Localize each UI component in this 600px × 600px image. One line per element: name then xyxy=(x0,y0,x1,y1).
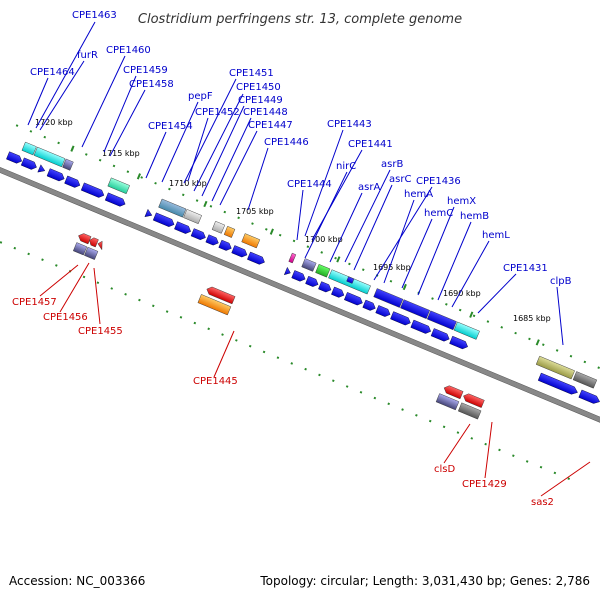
gene-label: CPE1448 xyxy=(243,107,288,118)
scale-label: 1710 kbp xyxy=(169,179,207,188)
gene-label: CPE1451 xyxy=(229,68,274,79)
gene-label: CPE1452 xyxy=(195,107,240,118)
scale-label: 1685 kbp xyxy=(513,314,551,323)
gene-label: CPE1454 xyxy=(148,121,193,132)
gene-label: nirC xyxy=(336,161,356,172)
gene-label: hemC xyxy=(424,208,453,219)
gene-label: CPE1445 xyxy=(193,376,238,387)
forward-leader-lines xyxy=(27,21,564,346)
scale-label: 1695 kbp xyxy=(373,263,411,272)
gene-label: hemB xyxy=(460,211,489,222)
gene-label: CPE1431 xyxy=(503,263,548,274)
forward-features xyxy=(6,141,600,404)
gene-label: CPE1457 xyxy=(12,297,57,308)
dotted-track-forward-outer xyxy=(15,124,600,380)
gene-label: CPE1429 xyxy=(462,479,507,490)
gene-label: CPE1459 xyxy=(123,65,168,76)
map-body xyxy=(0,124,600,486)
forward-colored-row xyxy=(21,141,598,389)
reverse-gene-labels: CPE1457 CPE1456 CPE1455 CPE1445 clsD CPE… xyxy=(12,297,554,508)
gene-label: clsD xyxy=(434,464,455,475)
gene-label: pepF xyxy=(188,91,213,102)
scale-label: 1690 kbp xyxy=(443,289,481,298)
gene-label: CPE1446 xyxy=(264,137,309,148)
gene-label: sas2 xyxy=(531,497,554,508)
gene-label: asrB xyxy=(381,159,403,170)
scale-label: 1720 kbp xyxy=(35,118,73,127)
gene-label: asrC xyxy=(389,174,411,185)
map-title: Clostridium perfringens str. 13, complet… xyxy=(138,12,462,27)
gene-label: CPE1464 xyxy=(30,67,75,78)
gene-label: furR xyxy=(77,50,98,61)
accession-text: Accession: NC_003366 xyxy=(9,574,146,588)
dotted-track-reverse-outer xyxy=(0,229,583,486)
gene-label: CPE1444 xyxy=(287,179,332,190)
gene-label: CPE1456 xyxy=(43,312,88,323)
gene-label: CPE1455 xyxy=(78,326,123,337)
scale-labels: 1720 kbp 1715 kbp 1710 kbp 1705 kbp 1700… xyxy=(35,118,551,323)
gene-label: CPE1436 xyxy=(416,176,461,187)
gene-label: CPE1443 xyxy=(327,119,372,130)
gene-label: hemA xyxy=(404,189,433,200)
gene-label: hemL xyxy=(482,230,510,241)
gene-label: CPE1450 xyxy=(236,82,281,93)
gene-label: CPE1447 xyxy=(248,120,293,131)
forward-gene-arrows xyxy=(6,151,600,404)
gene-label: CPE1449 xyxy=(238,95,283,106)
genome-backbone xyxy=(0,166,600,426)
scale-label: 1715 kbp xyxy=(102,149,140,158)
scale-label: 1700 kbp xyxy=(305,235,343,244)
gene-label: asrA xyxy=(358,182,380,193)
reverse-features xyxy=(72,233,485,420)
gene-label: CPE1460 xyxy=(106,45,151,56)
gene-label: clpB xyxy=(550,276,572,287)
topology-text: Topology: circular; Length: 3,031,430 bp… xyxy=(260,574,590,588)
gene-label: hemX xyxy=(447,196,476,207)
forward-gene-labels: CPE1463 furR CPE1464 CPE1460 CPE1459 CPE… xyxy=(30,10,572,287)
gene-label: CPE1463 xyxy=(72,10,117,21)
gene-label: CPE1458 xyxy=(129,79,174,90)
scale-label: 1705 kbp xyxy=(236,207,274,216)
reverse-leader-lines xyxy=(39,262,591,497)
gene-label: CPE1441 xyxy=(348,139,393,150)
scale-tick-marks xyxy=(70,145,540,346)
